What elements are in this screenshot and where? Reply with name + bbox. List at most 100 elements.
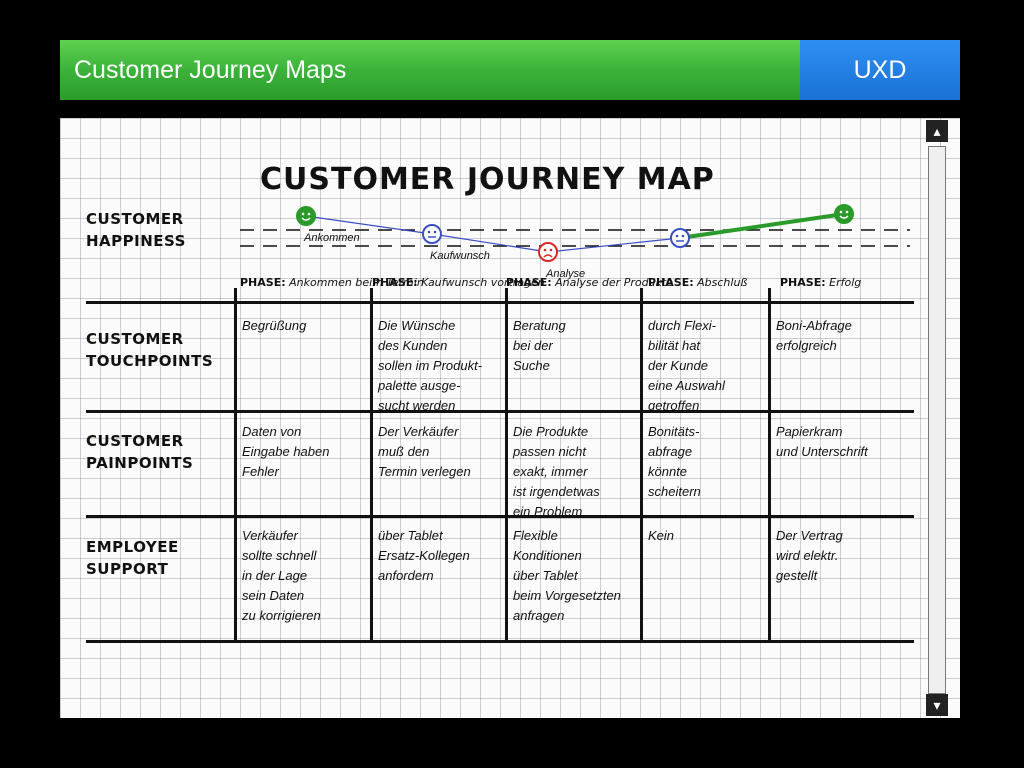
mood-face-happy xyxy=(296,206,316,226)
row-label-2: EMPLOYEE SUPPORT xyxy=(86,536,236,580)
cell-line: Der Vertrag xyxy=(776,528,843,543)
happiness-segment xyxy=(679,212,845,240)
happiness-point-label: Kaufwunsch xyxy=(430,250,490,262)
cell-line: Daten von xyxy=(242,424,302,439)
phase-prefix: PHASE: xyxy=(648,276,694,289)
mood-face-happy xyxy=(834,204,854,224)
happiness-label-line-2: HAPPINESS xyxy=(86,232,186,250)
happiness-label: CUSTOMER HAPPINESS xyxy=(86,208,236,252)
cell-line: bei der xyxy=(513,338,553,353)
cell-line: Bonitäts- xyxy=(648,424,700,439)
cell-line: Die Produkte xyxy=(513,424,589,439)
cell-line: sucht werden xyxy=(378,398,456,413)
cell-line: der Kunde xyxy=(648,358,708,373)
journey-map-sheet: CUSTOMER JOURNEY MAP CUSTOMER HAPPINESS … xyxy=(60,118,960,718)
divider-3 xyxy=(86,640,914,643)
row-label-line: TOUCHPOINTS xyxy=(86,352,214,370)
phase-name: Ankommen beim Termin xyxy=(289,276,424,289)
cell-line: Beratung xyxy=(513,318,566,333)
cell-line: scheitern xyxy=(648,484,701,499)
happiness-label-line-1: CUSTOMER xyxy=(86,210,184,228)
column-divider-1 xyxy=(370,288,373,643)
slide-tag: UXD xyxy=(800,40,960,100)
phase-name: Kaufwunsch vortragen xyxy=(421,276,545,289)
cell-line: exakt, immer xyxy=(513,464,588,479)
phase-2: PHASE: Analyse der Produkte xyxy=(506,276,673,289)
row-label-line: EMPLOYEE xyxy=(86,538,179,556)
cell-line: getroffen xyxy=(648,398,700,413)
happiness-segment xyxy=(305,215,433,235)
phase-prefix: PHASE: xyxy=(506,276,552,289)
cell-line: Suche xyxy=(513,358,550,373)
journey-cell: Die Wünsche des Kunden sollen im Produkt-p… xyxy=(378,316,500,416)
cell-line: palette ausge- xyxy=(378,378,461,393)
column-divider-4 xyxy=(768,288,771,643)
phase-0: PHASE: Ankommen beim Termin xyxy=(240,276,424,289)
cell-line: Der Verkäufer xyxy=(378,424,459,439)
map-title: CUSTOMER JOURNEY MAP xyxy=(260,162,715,197)
cell-line: gestellt xyxy=(776,568,818,583)
phase-name: Erfolg xyxy=(829,276,862,289)
mood-face-neutral xyxy=(422,224,442,244)
column-divider-0 xyxy=(234,288,237,643)
cell-line: des Kunden xyxy=(378,338,448,353)
cell-line: beim Vorgesetzten xyxy=(513,588,621,603)
cell-line: über Tablet xyxy=(378,528,443,543)
cell-line: Ersatz-Kollegen xyxy=(378,548,470,563)
happiness-point-label: Ankommen xyxy=(304,232,360,244)
cell-line: Fehler xyxy=(242,464,279,479)
happiness-point-label: Analyse xyxy=(546,268,586,280)
cell-line: muß den xyxy=(378,444,430,459)
phase-3: PHASE: Abschluß xyxy=(648,276,747,289)
column-divider-2 xyxy=(505,288,508,643)
cell-line: Termin verlegen xyxy=(378,464,471,479)
journey-cell: Kein xyxy=(648,526,770,546)
slide-title: Customer Journey Maps xyxy=(60,40,800,100)
cell-line: und Unterschrift xyxy=(776,444,868,459)
happiness-segment xyxy=(547,237,681,253)
cell-line: bilität hat xyxy=(648,338,701,353)
row-label-line: SUPPORT xyxy=(86,560,169,578)
cell-line: Verkäufer xyxy=(242,528,298,543)
cell-line: sollen im Produkt- xyxy=(378,358,483,373)
cell-line: sollte schnell xyxy=(242,548,317,563)
cell-line: anfragen xyxy=(513,608,565,623)
slide-header: Customer Journey Maps UXD xyxy=(60,40,960,100)
divider-2 xyxy=(86,515,914,518)
journey-cell: Bonitäts-abfrage könnte scheitern xyxy=(648,422,770,502)
scrollbar-track[interactable] xyxy=(928,146,946,694)
cell-line: in der Lage xyxy=(242,568,308,583)
cell-line: anfordern xyxy=(378,568,434,583)
divider-1 xyxy=(86,410,914,413)
scroll-up-button[interactable]: ▴ xyxy=(926,120,948,142)
happiness-curve xyxy=(240,204,910,262)
phase-prefix: PHASE: xyxy=(372,276,418,289)
cell-line: eine Auswahl xyxy=(648,378,725,393)
phase-name: Abschluß xyxy=(697,276,748,289)
cell-line: Boni-Abfrage xyxy=(776,318,852,333)
scroll-down-button[interactable]: ▾ xyxy=(926,694,948,716)
cell-line: zu korrigieren xyxy=(242,608,321,623)
divider-top xyxy=(86,301,914,304)
phase-prefix: PHASE: xyxy=(240,276,286,289)
cell-line: Flexible xyxy=(513,528,558,543)
cell-line: Konditionen xyxy=(513,548,582,563)
cell-line: Kein xyxy=(648,528,675,543)
cell-line: könnte xyxy=(648,464,688,479)
column-divider-3 xyxy=(640,288,643,643)
cell-line: ist irgendetwas xyxy=(513,484,600,499)
cell-line: Die Wünsche xyxy=(378,318,456,333)
cell-line: erfolgreich xyxy=(776,338,837,353)
phase-1: PHASE: Kaufwunsch vortragen xyxy=(372,276,545,289)
cell-line: abfrage xyxy=(648,444,693,459)
cell-line: Begrüßung xyxy=(242,318,307,333)
